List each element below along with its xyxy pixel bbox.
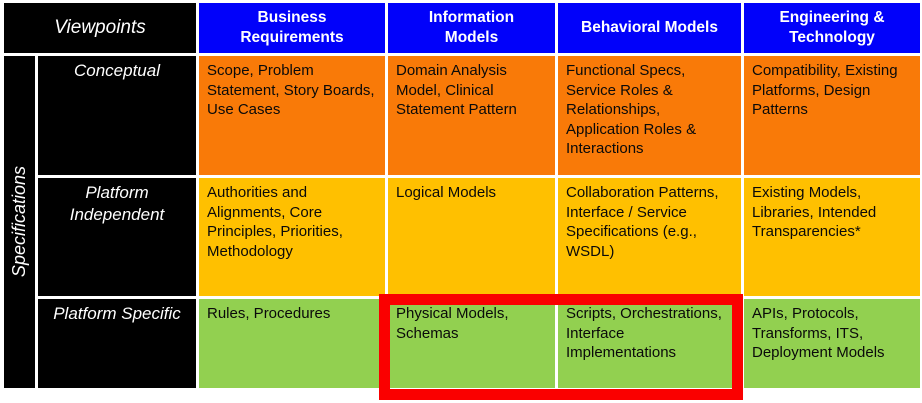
cell-platform-specific-engineering-technology: APIs, Protocols, Transforms, ITS, Deploy… <box>744 299 920 388</box>
column-header-information-models: Information Models <box>388 3 555 53</box>
matrix-table: Viewpoints Business Requirements Informa… <box>4 3 920 388</box>
cell-conceptual-engineering-technology: Compatibility, Existing Platforms, Desig… <box>744 56 920 175</box>
cell-platform-independent-information-models: Logical Models <box>388 178 555 296</box>
cell-conceptual-behavioral-models: Functional Specs, Service Roles & Relati… <box>558 56 741 175</box>
row-label-conceptual: Conceptual <box>38 56 196 175</box>
side-label-specifications: Specifications <box>4 56 35 388</box>
side-label-text: Specifications <box>9 166 29 278</box>
cell-platform-independent-business-requirements: Authorities and Alignments, Core Princip… <box>199 178 385 296</box>
cell-conceptual-information-models: Domain Analysis Model, Clinical Statemen… <box>388 56 555 175</box>
row-label-platform-independent: Platform Independent <box>38 178 196 296</box>
cell-conceptual-business-requirements: Scope, Problem Statement, Story Boards, … <box>199 56 385 175</box>
corner-header-viewpoints: Viewpoints <box>4 3 196 53</box>
column-header-behavioral-models: Behavioral Models <box>558 3 741 53</box>
row-label-platform-specific: Platform Specific <box>38 299 196 388</box>
cell-platform-specific-behavioral-models: Scripts, Orchestrations, Interface Imple… <box>558 299 741 388</box>
cell-platform-independent-behavioral-models: Collaboration Patterns, Interface / Serv… <box>558 178 741 296</box>
corner-header-label: Viewpoints <box>54 17 146 38</box>
cell-platform-specific-information-models: Physical Models, Schemas <box>388 299 555 388</box>
column-header-engineering-technology: Engineering & Technology <box>744 3 920 53</box>
column-header-business-requirements: Business Requirements <box>199 3 385 53</box>
cell-platform-specific-business-requirements: Rules, Procedures <box>199 299 385 388</box>
cell-platform-independent-engineering-technology: Existing Models, Libraries, Intended Tra… <box>744 178 920 296</box>
